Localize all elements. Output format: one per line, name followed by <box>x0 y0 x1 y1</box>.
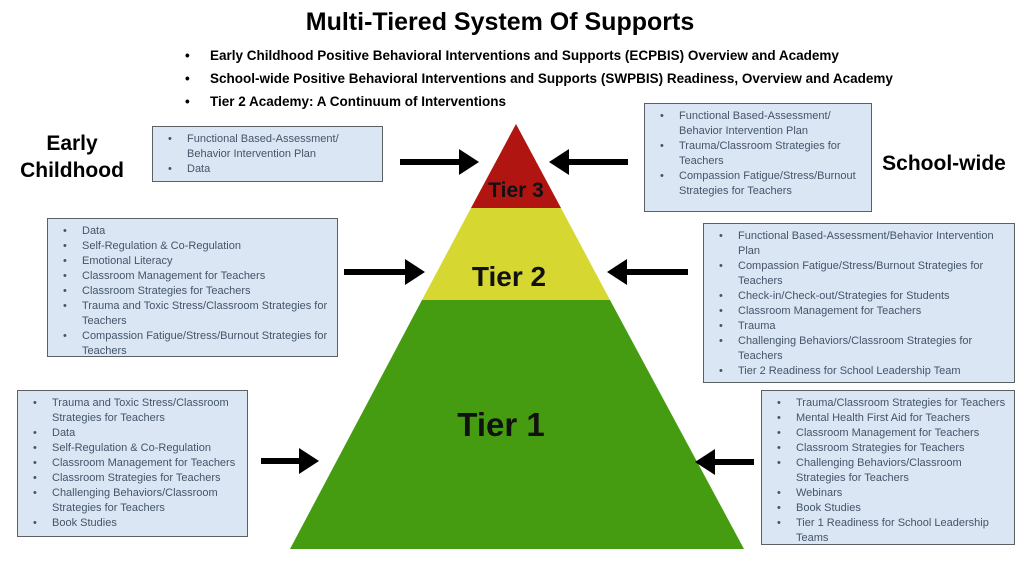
info-box-tier2-left: DataSelf-Regulation & Co-RegulationEmoti… <box>47 218 338 357</box>
list-item: School-wide Positive Behavioral Interven… <box>183 67 893 90</box>
list-item: Tier 1 Readiness for School Leadership T… <box>764 516 1009 546</box>
list-item: Compassion Fatigue/Stress/Burnout Strate… <box>706 259 1009 289</box>
list-item: Self-Regulation & Co-Regulation <box>20 441 242 456</box>
info-box-list: Trauma/Classroom Strategies for Teachers… <box>764 396 1009 546</box>
list-item: Data <box>50 224 332 239</box>
info-box-school-wide-tier3: Functional Based-Assessment/ Behavior In… <box>644 103 872 212</box>
info-box-list: Functional Based-Assessment/ Behavior In… <box>155 132 377 177</box>
list-item: Webinars <box>764 486 1009 501</box>
list-item: Early Childhood Positive Behavioral Inte… <box>183 44 893 67</box>
list-item: Mental Health First Aid for Teachers <box>764 411 1009 426</box>
page-title: Multi-Tiered System Of Supports <box>305 8 695 36</box>
arrow-top-left <box>400 149 479 175</box>
list-item: Classroom Management for Teachers <box>50 269 332 284</box>
list-item: Data <box>155 162 377 177</box>
info-box-list: Functional Based-Assessment/Behavior Int… <box>706 229 1009 379</box>
list-item: Compassion Fatigue/Stress/Burnout Strate… <box>50 329 332 359</box>
arrow-top-right <box>549 149 628 175</box>
early-childhood-label: Early Childhood <box>20 132 124 182</box>
list-item: Check-in/Check-out/Strategies for Studen… <box>706 289 1009 304</box>
list-item: Challenging Behaviors/Classroom Strategi… <box>20 486 242 516</box>
list-item: Functional Based-Assessment/Behavior Int… <box>706 229 1009 259</box>
list-item: Trauma <box>706 319 1009 334</box>
info-box-list: Trauma and Toxic Stress/Classroom Strate… <box>20 396 242 531</box>
info-box-tier1-right: Trauma/Classroom Strategies for Teachers… <box>761 390 1015 545</box>
list-item: Emotional Literacy <box>50 254 332 269</box>
list-item: Classroom Management for Teachers <box>706 304 1009 319</box>
info-box-tier2-right: Functional Based-Assessment/Behavior Int… <box>703 223 1015 383</box>
tier1-label: Tier 1 <box>457 406 545 443</box>
list-item: Book Studies <box>764 501 1009 516</box>
tier3-label: Tier 3 <box>488 179 544 202</box>
list-item: Classroom Strategies for Teachers <box>764 441 1009 456</box>
info-box-early-childhood-tier3: Functional Based-Assessment/ Behavior In… <box>152 126 383 182</box>
list-item: Trauma and Toxic Stress/Classroom Strate… <box>20 396 242 426</box>
list-item: Classroom Strategies for Teachers <box>50 284 332 299</box>
list-item: Trauma/Classroom Strategies for Teachers <box>764 396 1009 411</box>
list-item: Challenging Behaviors/Classroom Strategi… <box>706 334 1009 364</box>
list-item: Self-Regulation & Co-Regulation <box>50 239 332 254</box>
list-item: Classroom Strategies for Teachers <box>20 471 242 486</box>
list-item: Book Studies <box>20 516 242 531</box>
list-item: Trauma and Toxic Stress/Classroom Strate… <box>50 299 332 329</box>
list-item: Classroom Management for Teachers <box>764 426 1009 441</box>
list-item: Tier 2 Readiness for School Leadership T… <box>706 364 1009 379</box>
list-item: Tier 2 Academy: A Continuum of Intervent… <box>183 90 893 113</box>
school-wide-label: School-wide <box>882 152 1006 175</box>
list-item: Compassion Fatigue/Stress/Burnout Strate… <box>647 169 866 199</box>
arrow-bottom-right <box>695 449 754 475</box>
header-bullet-list: Early Childhood Positive Behavioral Inte… <box>183 44 893 113</box>
list-item: Classroom Management for Teachers <box>20 456 242 471</box>
arrow-bottom-left <box>261 448 319 474</box>
list-item: Challenging Behaviors/Classroom Strategi… <box>764 456 1009 486</box>
info-box-list: DataSelf-Regulation & Co-RegulationEmoti… <box>50 224 332 359</box>
list-item: Data <box>20 426 242 441</box>
list-item: Functional Based-Assessment/ Behavior In… <box>155 132 377 162</box>
tier2-label: Tier 2 <box>471 261 547 292</box>
info-box-tier1-left: Trauma and Toxic Stress/Classroom Strate… <box>17 390 248 537</box>
list-item: Trauma/Classroom Strategies for Teachers <box>647 139 866 169</box>
list-item: Functional Based-Assessment/ Behavior In… <box>647 109 866 139</box>
arrow-middle-right <box>607 259 688 285</box>
info-box-list: Functional Based-Assessment/ Behavior In… <box>647 109 866 199</box>
